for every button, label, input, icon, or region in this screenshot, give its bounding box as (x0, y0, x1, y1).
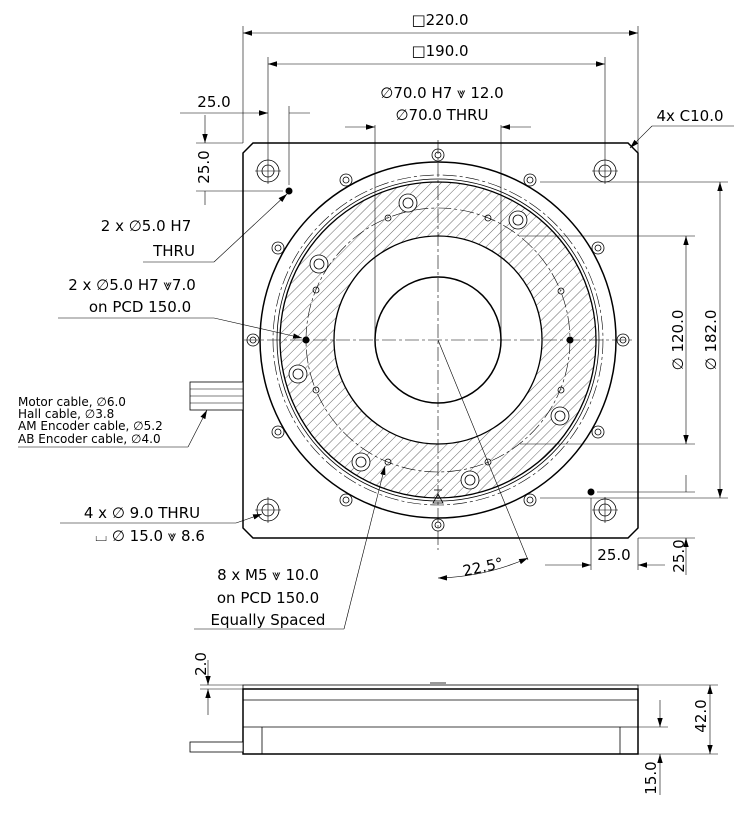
pin-hole-right (566, 336, 574, 344)
dim-square-220: □220.0 (242, 11, 639, 153)
cable-label-am-encoder: AM Encoder cable, ∅5.2 (18, 419, 163, 433)
dim-br-h-text: 25.0 (597, 546, 630, 564)
callout-chamfer-text: 4x C10.0 (656, 107, 723, 125)
dim-side-top-text: 2.0 (192, 652, 210, 676)
callout-tap-3: Equally Spaced (211, 611, 326, 629)
dim-corner-h-text: 25.0 (197, 93, 230, 111)
dim-side-lower-text: 15.0 (642, 761, 660, 794)
callout-bore-text: ∅70.0 H7 ⩔ 12.0 (380, 84, 503, 102)
callout-tap-1: 8 x M5 ⩔ 10.0 (217, 566, 319, 584)
pin-hole-left (302, 336, 310, 344)
pin-depth-callout: 2 x ∅5.0 H7 ⩔7.0 on PCD 150.0 (58, 276, 303, 339)
dim-dia-120: ∅ 120.0 (520, 235, 695, 445)
top-view: □220.0 □190.0 25.0 25.0 ∅70.0 H7 ⩔ 12.0 (18, 11, 734, 630)
dim-dia-120-text: ∅ 120.0 (669, 310, 687, 371)
callout-pin-thru-2: THRU (152, 242, 195, 260)
dim-square-inner-text: □190.0 (411, 42, 468, 60)
rotor-holes (288, 193, 570, 490)
side-view: 2.0 42.0 15.0 (189, 652, 718, 795)
dim-br-v-text: 25.0 (670, 539, 688, 572)
bore-callouts: ∅70.0 H7 ⩔ 12.0 ∅70.0 THRU (345, 84, 531, 340)
tapped-hole-callout: 8 x M5 ⩔ 10.0 on PCD 150.0 Equally Space… (194, 465, 386, 630)
flange-bolt-holes (246, 148, 630, 532)
pin-hole-bottom-right (587, 488, 595, 496)
callout-pin-depth-1: 2 x ∅5.0 H7 ⩔7.0 (68, 276, 196, 294)
dim-dia-182-text: ∅ 182.0 (702, 310, 720, 371)
corner-mounting-holes (255, 158, 618, 523)
callout-pin-thru-1: 2 x ∅5.0 H7 (101, 217, 191, 235)
dim-side-height: 42.0 (638, 684, 718, 755)
dim-square-outer-text: □220.0 (411, 11, 468, 29)
rotor-ring (279, 181, 597, 499)
mount-hole-callout: 4 x ∅ 9.0 THRU ⌴ ∅ 15.0 ⩔ 8.6 (60, 504, 263, 545)
dim-br-horizontal: 25.0 (545, 498, 665, 570)
cable-label-hall: Hall cable, ∅3.8 (18, 407, 114, 421)
m5-tapped-holes (312, 214, 565, 466)
dim-angle: 22.5° (437, 339, 529, 581)
chamfer-callout: 4x C10.0 (629, 107, 734, 149)
cable-label-motor: Motor cable, ∅6.0 (18, 395, 126, 409)
pin-thru-callout: 2 x ∅5.0 H7 THRU (101, 193, 288, 263)
dim-dia-182: ∅ 182.0 (540, 181, 728, 499)
callout-tap-2: on PCD 150.0 (217, 589, 319, 607)
dim-side-height-text: 42.0 (692, 699, 710, 732)
dim-side-top: 2.0 (192, 652, 243, 715)
dim-corner-vertical: 25.0 (195, 115, 283, 205)
callout-mount-1: 4 x ∅ 9.0 THRU (84, 504, 200, 522)
side-body (242, 688, 639, 755)
callout-thru-text: ∅70.0 THRU (395, 106, 488, 124)
index-mark (432, 493, 444, 504)
dim-br-vertical: 25.0 (597, 475, 695, 575)
dim-square-190: □190.0 (267, 42, 606, 158)
cable-label-ab-encoder: AB Encoder cable, ∅4.0 (18, 432, 161, 446)
cable-callout: Motor cable, ∅6.0 Hall cable, ∅3.8 AM En… (18, 395, 208, 448)
dim-side-lower: 15.0 (638, 700, 668, 795)
callout-mount-2: ⌴ ∅ 15.0 ⩔ 8.6 (95, 527, 205, 545)
side-cable-exit (189, 741, 244, 753)
dim-angle-text: 22.5° (461, 554, 505, 580)
cable-exit (189, 381, 244, 411)
pin-hole-top-left (285, 187, 293, 195)
dim-corner-v-text: 25.0 (195, 150, 213, 183)
callout-pin-depth-2: on PCD 150.0 (89, 298, 191, 316)
dim-corner-horizontal: 25.0 (180, 93, 310, 185)
